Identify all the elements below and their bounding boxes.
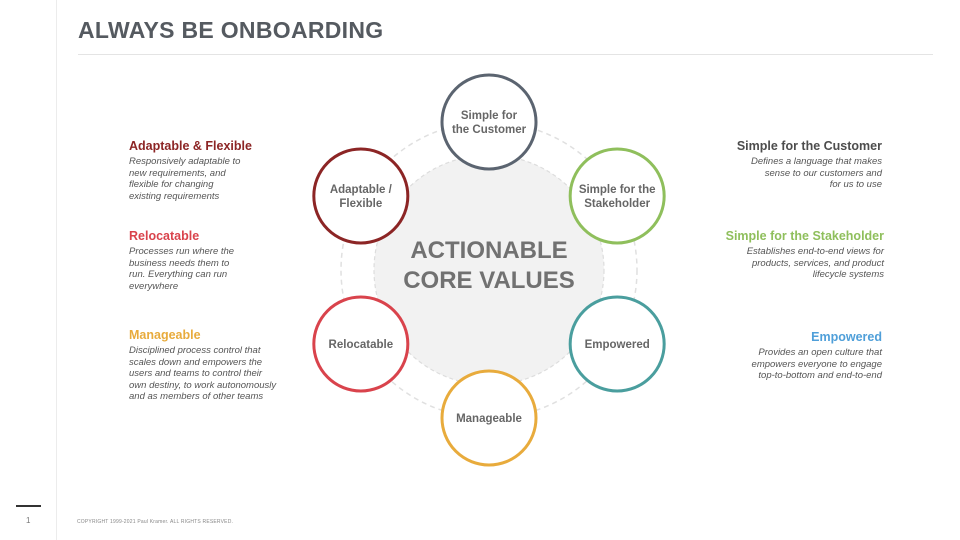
left-item-relocatable: Relocatable Processes run where the busi…	[129, 229, 314, 292]
node-manageable: Manageable	[440, 369, 538, 467]
page-marker	[16, 505, 41, 507]
left-item-description: Responsively adaptable to new requiremen…	[129, 156, 241, 202]
node-circle	[568, 147, 666, 245]
right-item-description: Provides an open culture that empowers e…	[751, 347, 882, 382]
node-label: Simple for	[461, 110, 518, 122]
center-label-line2: CORE VALUES	[403, 267, 575, 294]
node-label: Stakeholder	[584, 198, 650, 210]
right-item-heading: Simple for the Stakeholder	[725, 229, 884, 243]
node-label: Empowered	[585, 339, 650, 351]
left-item-manageable: Manageable Disciplined process control t…	[129, 328, 314, 403]
page-number: 1	[26, 516, 31, 525]
right-item-heading: Simple for the Customer	[736, 139, 882, 153]
left-item-description: Disciplined process control that scales …	[129, 345, 277, 403]
node-empowered: Empowered	[568, 295, 666, 393]
page-title: ALWAYS BE ONBOARDING	[78, 17, 384, 43]
left-item-heading: Relocatable	[129, 229, 200, 243]
node-adaptable: Adaptable / Flexible	[312, 147, 410, 245]
node-label: Manageable	[456, 413, 522, 425]
right-item-empowered: Empowered Provides an open culture that …	[682, 330, 882, 382]
node-circle	[312, 147, 410, 245]
left-item-description: Processes run where the business needs t…	[129, 246, 235, 292]
node-label: Simple for the	[579, 184, 656, 196]
node-circle	[312, 295, 410, 393]
node-circle	[440, 73, 538, 171]
node-label: the Customer	[452, 124, 527, 136]
node-simple-customer: Simple for the Customer	[440, 73, 538, 171]
node-circle	[568, 295, 666, 393]
left-rail-divider	[56, 0, 57, 540]
node-relocatable: Relocatable	[312, 295, 410, 393]
center-label-line1: ACTIONABLE	[410, 237, 567, 264]
left-item-heading: Adaptable & Flexible	[129, 139, 252, 153]
copyright-notice: COPYRIGHT 1999-2021 Paul Kramer. ALL RIG…	[77, 519, 234, 525]
node-label: Relocatable	[329, 339, 394, 351]
left-item-heading: Manageable	[129, 328, 201, 342]
node-label: Adaptable /	[330, 184, 393, 196]
left-item-adaptable: Adaptable & Flexible Responsively adapta…	[129, 139, 314, 202]
right-item-simple-stakeholder: Simple for the Stakeholder Establishes e…	[682, 229, 884, 281]
node-circle	[440, 369, 538, 467]
right-item-description: Establishes end-to-end views for product…	[746, 246, 884, 281]
right-item-heading: Empowered	[811, 330, 882, 344]
right-item-description: Defines a language that makes sense to o…	[751, 156, 882, 191]
title-divider	[78, 54, 933, 55]
node-label: Flexible	[339, 198, 382, 210]
right-item-simple-customer: Simple for the Customer Defines a langua…	[682, 139, 882, 191]
